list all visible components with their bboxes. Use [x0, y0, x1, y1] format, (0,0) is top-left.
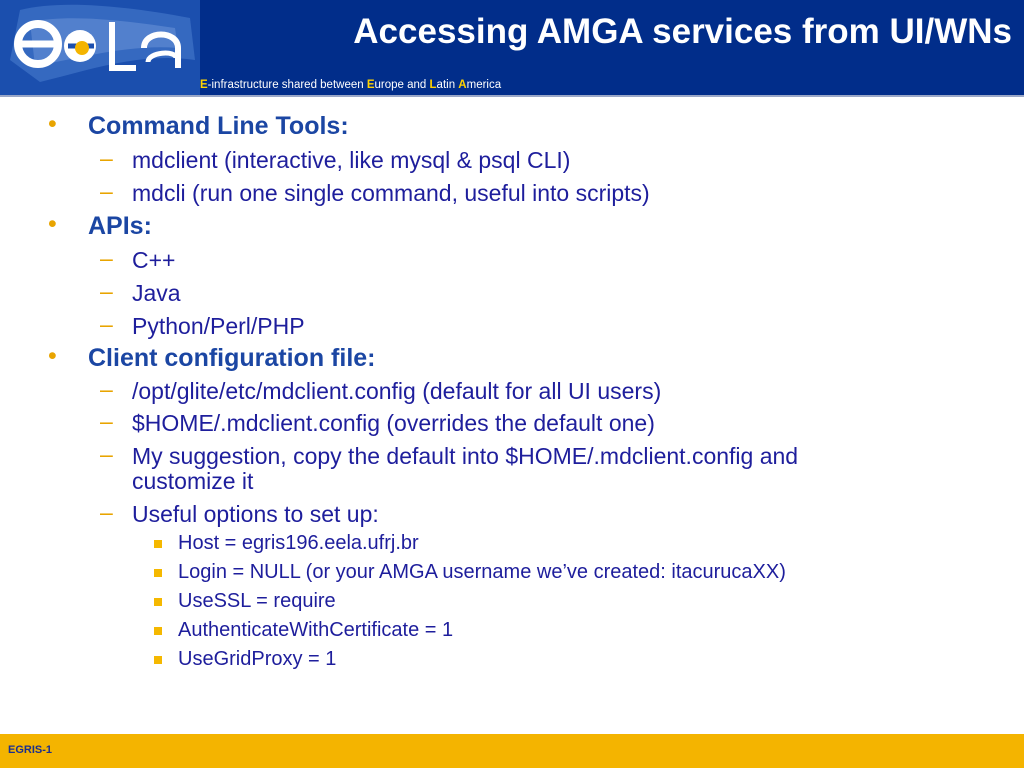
list-item: mdclient (interactive, like mysql & psql…: [132, 147, 571, 173]
section-heading: APIs:: [88, 212, 152, 240]
section-heading: Command Line Tools:: [88, 112, 349, 140]
bullet-icon: •: [48, 110, 57, 138]
tagline-part: urope and: [374, 79, 430, 91]
option-item: UseSSL = require: [178, 590, 336, 612]
slide-title: Accessing AMGA services from UI/WNs: [353, 12, 1012, 51]
option-item: AuthenticateWithCertificate = 1: [178, 619, 454, 641]
list-item: C++: [132, 247, 176, 273]
tagline-letter-a: A: [458, 79, 467, 91]
dash-icon: –: [100, 408, 113, 434]
square-bullet-icon: [154, 569, 162, 577]
slide-footer: EGRIS-1: [0, 734, 1024, 768]
slide-header: Accessing AMGA services from UI/WNs E-in…: [0, 0, 1024, 95]
tagline-letter-eu: E: [366, 79, 375, 91]
bullet-icon: •: [48, 342, 57, 370]
tagline-part: atin: [436, 79, 459, 91]
eela-logo-icon: [0, 0, 200, 95]
square-bullet-icon: [154, 598, 162, 606]
list-item: Python/Perl/PHP: [132, 313, 305, 339]
eela-logo: [0, 0, 200, 95]
list-item: Useful options to set up:: [132, 501, 379, 527]
footer-label: EGRIS-1: [8, 744, 53, 756]
dash-icon: –: [100, 245, 113, 271]
square-bullet-icon: [154, 627, 162, 635]
option-item: Host = egris196.eela.ufrj.br: [178, 532, 419, 554]
tagline-part: -infrastructure shared between: [207, 79, 367, 91]
dash-icon: –: [100, 376, 113, 402]
tagline-letter-e: E: [200, 79, 208, 91]
bullet-icon: •: [48, 210, 57, 238]
tagline-letter-l: L: [429, 79, 437, 91]
list-item: $HOME/.mdclient.config (overrides the de…: [132, 410, 655, 436]
list-item-continuation: customize it: [132, 468, 254, 494]
section-heading: Client configuration file:: [88, 344, 376, 372]
dash-icon: –: [100, 145, 113, 171]
option-item: UseGridProxy = 1: [178, 648, 337, 670]
list-item: /opt/glite/etc/mdclient.config (default …: [132, 378, 662, 404]
tagline-part: merica: [466, 79, 502, 91]
list-item: mdcli (run one single command, useful in…: [132, 180, 650, 206]
list-item: Java: [132, 280, 181, 306]
dash-icon: –: [100, 441, 113, 467]
square-bullet-icon: [154, 656, 162, 664]
square-bullet-icon: [154, 540, 162, 548]
list-item: My suggestion, copy the default into $HO…: [132, 443, 799, 469]
header-divider: [0, 95, 1024, 97]
dash-icon: –: [100, 178, 113, 204]
dash-icon: –: [100, 499, 113, 525]
dash-icon: –: [100, 311, 113, 337]
dash-icon: –: [100, 278, 113, 304]
option-item: Login = NULL (or your AMGA username we’v…: [178, 561, 786, 583]
tagline: E-infrastructure shared between Europe a…: [200, 79, 501, 91]
